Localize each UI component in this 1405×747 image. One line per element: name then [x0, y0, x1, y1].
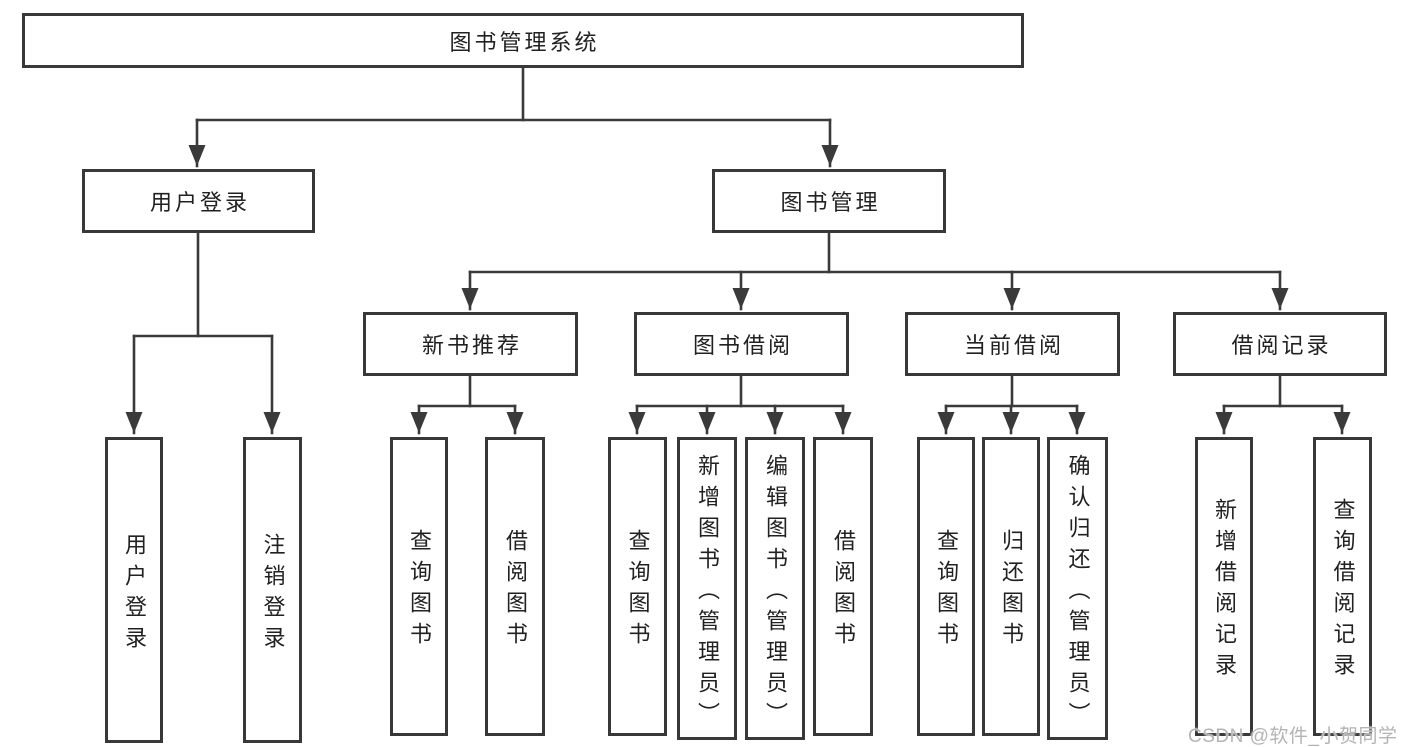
node-label: 用户登录	[122, 532, 147, 657]
node-label: 图书借阅	[692, 333, 793, 358]
leaf-logout: 注销登录	[243, 437, 302, 743]
leaf-query-book-current: 查询图书	[917, 437, 975, 736]
node-label: 新增图书（管理员）	[695, 453, 720, 733]
connector-current-borrow-branch	[937, 374, 1086, 435]
leaf-borrow-book: 借阅图书	[813, 437, 873, 736]
node-label: 图书管理系统	[449, 29, 600, 55]
connector-user-login-branch	[125, 231, 281, 435]
node-label: 图书管理	[780, 190, 881, 215]
leaf-query-book-borrow: 查询图书	[608, 437, 667, 736]
node-borrow-records: 借阅记录	[1173, 312, 1387, 376]
connector-borrow-records-branch	[1215, 374, 1351, 435]
node-label: 新书推荐	[421, 333, 522, 358]
node-label: 查询图书	[407, 529, 432, 653]
node-label: 借阅图书	[503, 529, 528, 653]
watermark: CSDN @软件_小贺同学	[1188, 726, 1398, 747]
leaf-add-borrow-record: 新增借阅记录	[1195, 437, 1253, 736]
node-label: 注销登录	[260, 532, 286, 657]
node-label: 查询借阅记录	[1330, 498, 1356, 684]
leaf-add-book-admin: 新增图书（管理员）	[677, 437, 737, 740]
leaf-confirm-return-admin: 确认归还（管理员）	[1047, 437, 1108, 740]
node-book-mgmt: 图书管理	[712, 169, 946, 233]
connector-book-mgmt-branch	[461, 231, 1289, 311]
node-user-login: 用户登录	[82, 169, 315, 233]
connector-book-borrow-branch	[628, 374, 852, 435]
node-label: 新增借阅记录	[1212, 498, 1237, 684]
node-new-book-rec: 新书推荐	[363, 312, 578, 376]
connector-new-book-rec-branch	[410, 374, 524, 435]
node-label: 编辑图书（管理员）	[763, 453, 788, 733]
leaf-query-borrow-record: 查询借阅记录	[1313, 437, 1372, 736]
node-label: 归还图书	[999, 529, 1024, 653]
node-label: 查询图书	[625, 529, 651, 653]
node-label: 用户登录	[149, 190, 250, 215]
node-label: 借阅记录	[1231, 333, 1332, 358]
leaf-user-login: 用户登录	[105, 437, 163, 743]
leaf-return-book: 归还图书	[982, 437, 1040, 736]
leaf-borrow-book-rec: 借阅图书	[485, 437, 545, 736]
node-current-borrow: 当前借阅	[905, 312, 1120, 376]
node-label: 查询图书	[934, 529, 959, 653]
node-label: 确认归还（管理员）	[1065, 453, 1091, 733]
leaf-edit-book-admin: 编辑图书（管理员）	[745, 437, 805, 740]
leaf-query-book-rec: 查询图书	[390, 437, 448, 736]
connector-root-to-level2	[188, 66, 839, 168]
node-label: 当前借阅	[963, 333, 1064, 358]
node-book-borrow: 图书借阅	[634, 312, 849, 376]
node-label: 借阅图书	[831, 529, 856, 653]
node-root-system: 图书管理系统	[22, 13, 1024, 68]
